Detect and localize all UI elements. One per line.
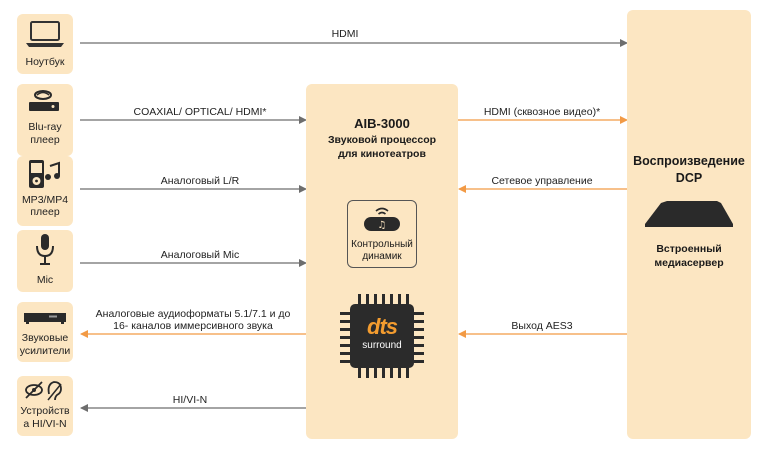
- label-hivin: HI/VI-N: [172, 394, 208, 406]
- label-analog-out-1: Аналоговые аудиоформаты 5.1/7.1 и до: [95, 308, 291, 320]
- amplifiers-label-1: Звуковые: [21, 332, 69, 344]
- microphone-icon: [36, 234, 54, 265]
- label-coaxial: COAXIAL/ OPTICAL/ HDMI*: [133, 106, 267, 118]
- dcp-sub-2: медиасервер: [654, 257, 724, 269]
- monitor-label-2: динамик: [362, 251, 402, 262]
- monitor-label-1: Контрольный: [351, 239, 413, 250]
- music-player-icon: [29, 160, 60, 188]
- mp3-label-1: MP3/MP4: [21, 194, 69, 206]
- label-analog-mic: Аналоговый Mic: [160, 249, 240, 261]
- dts-logo-text: dts: [367, 314, 398, 339]
- device-laptop: Ноутбук: [17, 14, 73, 74]
- label-hdmi-passthrough: HDMI (сквозное видео)*: [483, 106, 601, 118]
- label-network: Сетевое управление: [491, 175, 593, 187]
- device-amplifiers: Звуковые усилители: [17, 302, 73, 362]
- label-analog-lr: Аналоговый L/R: [160, 175, 240, 187]
- dcp-sub-1: Встроенный: [656, 243, 722, 255]
- label-hdmi-top: HDMI: [331, 28, 359, 40]
- processor-box: AIB-3000 Звуковой процессор для кинотеат…: [306, 84, 458, 439]
- processor-subtitle-1: Звуковой процессор: [327, 134, 437, 146]
- processor-subtitle-2: для кинотеатров: [338, 148, 426, 160]
- label-aes3: Выход AES3: [511, 320, 573, 332]
- device-hivin: Устройств а HI/VI-N: [17, 376, 73, 436]
- dcp-title-1: Воспроизведение: [633, 154, 745, 168]
- bluray-label-2: плеер: [30, 134, 60, 146]
- amplifiers-label-2: усилители: [19, 345, 71, 357]
- laptop-icon: [26, 21, 64, 47]
- device-bluray: Blu-ray плеер: [17, 84, 73, 156]
- device-mic: Mic: [17, 230, 73, 292]
- mic-label: Mic: [36, 274, 54, 286]
- svg-text:♫: ♫: [378, 220, 387, 231]
- dcp-box: Воспроизведение DCP Встроенный медиасерв…: [627, 10, 751, 439]
- bluray-label-1: Blu-ray: [28, 121, 62, 133]
- label-analog-out-2: 16- каналов иммерсивного звука: [113, 320, 273, 332]
- hivin-label-1: Устройств: [20, 405, 70, 417]
- dts-surround-text: surround: [362, 340, 402, 351]
- device-mp3: MP3/MP4 плеер: [17, 156, 73, 226]
- dts-chip-icon: [340, 294, 424, 378]
- laptop-label: Ноутбук: [25, 56, 65, 68]
- monitor-speaker: ♫ Контрольный динамик: [347, 200, 417, 268]
- media-server-icon: [645, 201, 733, 227]
- mp3-label-2: плеер: [30, 206, 60, 218]
- dcp-title-2: DCP: [675, 171, 703, 185]
- accessibility-icon: [25, 381, 62, 401]
- hivin-label-2: а HI/VI-N: [23, 418, 67, 430]
- amplifier-icon: [24, 313, 66, 324]
- processor-title: AIB-3000: [354, 116, 410, 131]
- bluray-player-icon: [29, 90, 59, 111]
- speaker-icon: ♫: [364, 207, 400, 231]
